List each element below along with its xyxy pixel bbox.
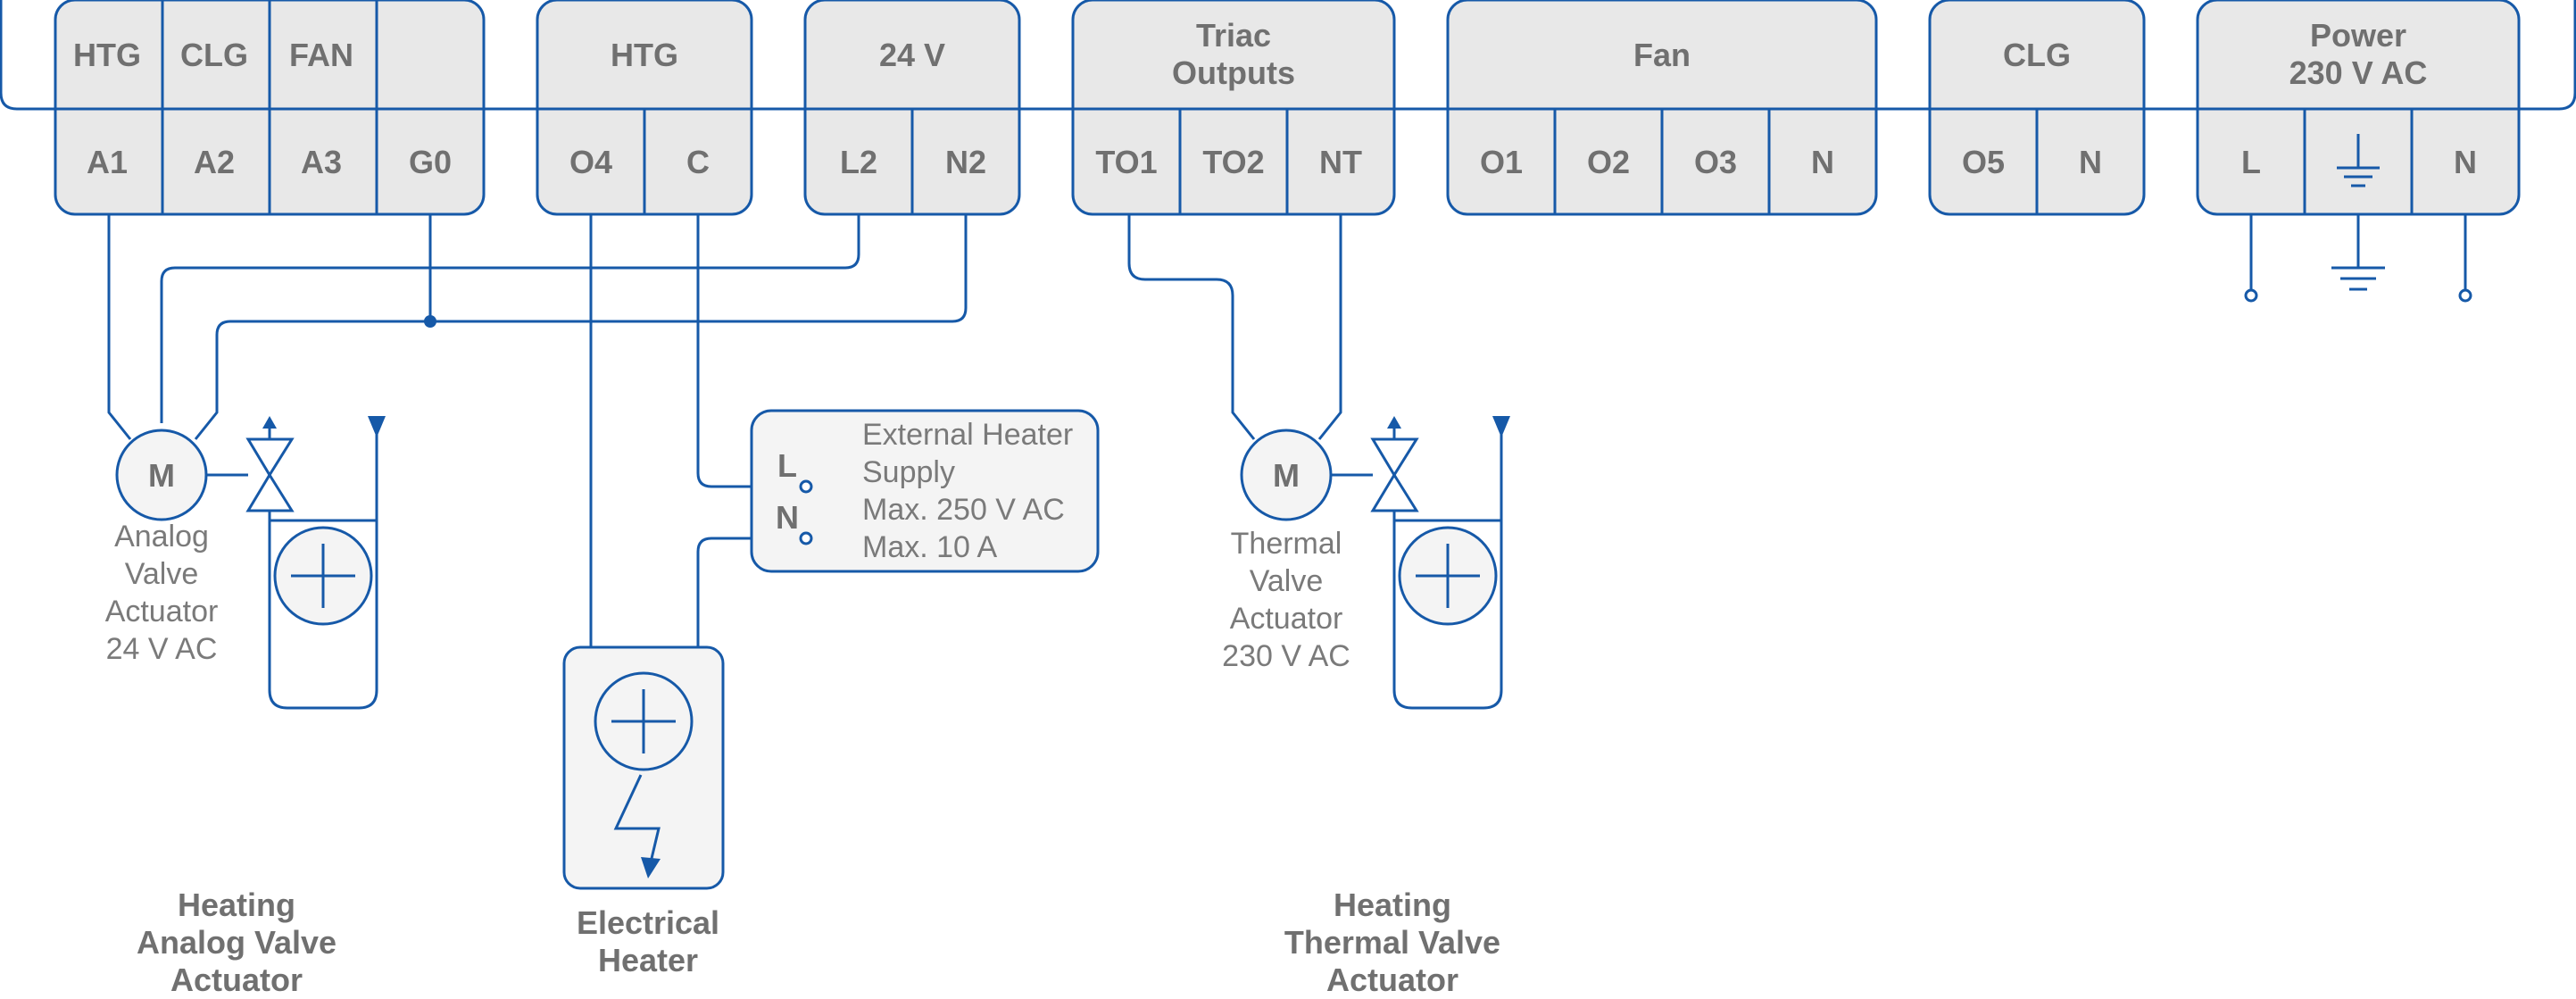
terminal-clg-n: N	[2079, 144, 2102, 180]
svg-text:Actuator: Actuator	[1230, 602, 1343, 636]
analog-actuator-wiring	[107, 214, 968, 440]
analog-flow-arrow	[368, 416, 386, 437]
header-htg: HTG	[73, 37, 141, 73]
terminal-l2: L2	[840, 144, 877, 180]
terminal-nt: NT	[1319, 144, 1362, 180]
svg-text:Supply: Supply	[862, 455, 955, 489]
svg-text:Valve: Valve	[1250, 564, 1324, 598]
svg-text:Max. 250 V AC: Max. 250 V AC	[862, 493, 1065, 527]
svg-text:Max. 10 A: Max. 10 A	[862, 530, 998, 564]
terminal-fan-n: N	[1811, 144, 1834, 180]
electrical-heater	[562, 645, 725, 890]
terminal-power-n: N	[2454, 144, 2477, 180]
caption-analog: Heating Analog Valve Actuator	[137, 887, 337, 998]
supply-pin-l: L	[777, 447, 797, 484]
svg-text:External Heater: External Heater	[862, 418, 1073, 452]
header-24v: 24 V	[879, 37, 945, 73]
terminal-block-input: HTG CLG FAN A1 A2 A3 G0	[54, 0, 486, 216]
terminal-o3: O3	[1694, 144, 1737, 180]
valve-icon	[206, 416, 295, 520]
terminal-block-power: Power 230 V AC L N	[2196, 0, 2521, 216]
supply-pin-n: N	[776, 499, 799, 536]
terminal-o1: O1	[1480, 144, 1523, 180]
header-power: Power	[2310, 17, 2406, 54]
header-clg-output: CLG	[2003, 37, 2071, 73]
svg-text:Analog: Analog	[114, 520, 209, 554]
svg-text:Thermal: Thermal	[1231, 527, 1342, 561]
pump-icon	[1398, 526, 1498, 626]
electrical-heater-wiring	[589, 214, 801, 647]
svg-text:24 V AC: 24 V AC	[106, 632, 218, 666]
terminal-block-triac: Triac Outputs TO1 TO2 NT	[1071, 0, 1396, 216]
external-heater-supply: L N External Heater Supply Max. 250 V AC…	[750, 409, 1100, 573]
terminal-n2: N2	[945, 144, 986, 180]
caption-electric: Electrical Heater	[577, 904, 719, 978]
thermal-actuator-wiring	[1127, 214, 1342, 440]
header-outputs: Outputs	[1172, 54, 1295, 91]
terminal-block-24v: 24 V L2 N2	[803, 0, 1021, 216]
svg-text:M: M	[148, 457, 175, 494]
terminal-to2: TO2	[1202, 144, 1264, 180]
header-fan: FAN	[289, 37, 353, 73]
header-clg: CLG	[180, 37, 248, 73]
svg-text:Actuator: Actuator	[170, 962, 303, 998]
svg-text:Analog Valve: Analog Valve	[137, 924, 337, 961]
thermal-hydronic-loop	[1392, 430, 1503, 710]
ground-icon	[2337, 134, 2380, 187]
analog-hydronic-loop	[268, 430, 378, 710]
header-triac: Triac	[1196, 17, 1271, 54]
terminal-power-l: L	[2241, 144, 2261, 180]
heater-icon	[594, 671, 694, 771]
terminal-c: C	[686, 144, 710, 180]
motor-icon: M	[115, 429, 208, 521]
lightning-icon	[613, 774, 661, 878]
motor-icon: M	[1240, 429, 1333, 521]
svg-text:M: M	[1273, 457, 1300, 494]
thermal-flow-arrow	[1492, 416, 1510, 437]
terminal-block-fan: Fan O1 O2 O3 N	[1446, 0, 1878, 216]
terminal-block-htg: HTG O4 C	[536, 0, 753, 216]
terminal-o2: O2	[1587, 144, 1630, 180]
svg-text:Heater: Heater	[598, 942, 698, 978]
terminal-o5: O5	[1962, 144, 2005, 180]
terminal-o4: O4	[569, 144, 612, 180]
terminal-a3: A3	[301, 144, 342, 180]
svg-text:Electrical: Electrical	[577, 904, 719, 941]
svg-text:Actuator: Actuator	[1326, 962, 1458, 998]
caption-thermal: Heating Thermal Valve Actuator	[1284, 887, 1500, 998]
svg-text:Heating: Heating	[1334, 887, 1451, 923]
thermal-actuator-label: Thermal Valve Actuator 230 V AC	[1222, 527, 1350, 673]
pump-icon	[273, 526, 373, 626]
terminal-a2: A2	[194, 144, 235, 180]
svg-text:Thermal Valve: Thermal Valve	[1284, 924, 1500, 961]
svg-text:Valve: Valve	[125, 557, 199, 591]
terminal-a1: A1	[87, 144, 128, 180]
header-230v: 230 V AC	[2289, 54, 2428, 91]
terminal-to1: TO1	[1095, 144, 1157, 180]
power-leads	[2244, 214, 2472, 303]
header-fan-output: Fan	[1633, 37, 1691, 73]
svg-text:Actuator: Actuator	[105, 595, 219, 629]
analog-actuator-label: Analog Valve Actuator 24 V AC	[105, 520, 219, 666]
svg-text:230 V AC: 230 V AC	[1222, 639, 1350, 673]
svg-text:Heating: Heating	[178, 887, 295, 923]
terminal-g0: G0	[409, 144, 452, 180]
header-htg-output: HTG	[611, 37, 678, 73]
valve-icon	[1331, 416, 1419, 520]
terminal-block-clg: CLG O5 N	[1928, 0, 2146, 216]
